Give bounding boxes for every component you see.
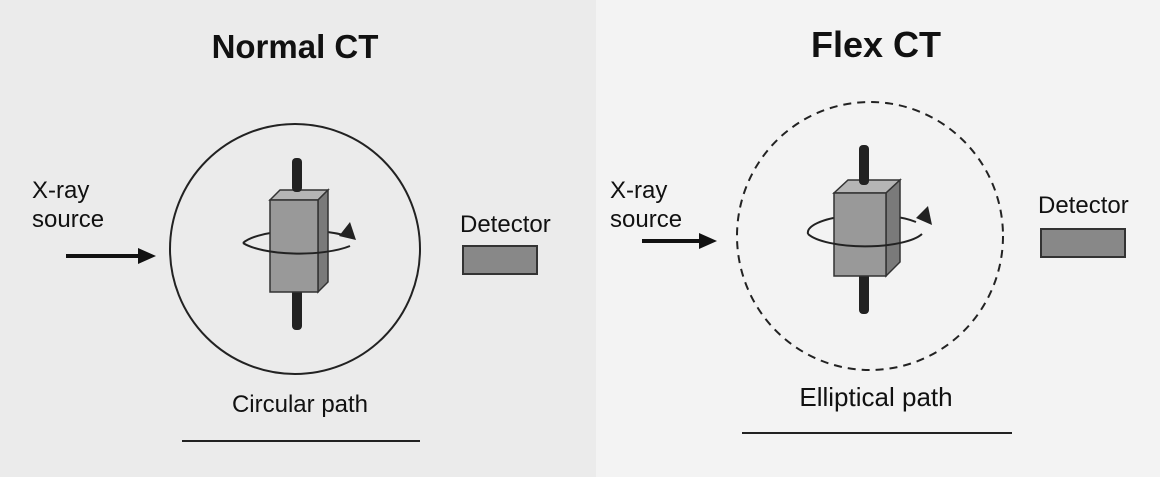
- normal-ct-title: Normal CT: [211, 28, 379, 65]
- sample-front-face: [833, 192, 887, 277]
- normal-underline: [182, 440, 420, 442]
- xray-arrow-head: [699, 233, 717, 249]
- elliptical-path-label: Elliptical path: [799, 382, 953, 412]
- elliptical-path-outline: [736, 101, 1004, 371]
- circular-path-label: Circular path: [231, 391, 369, 418]
- normal-ct-scene: [66, 123, 421, 375]
- sample-rod-top: [859, 145, 869, 185]
- flex-ct-scene: [642, 101, 1004, 371]
- flex-ct-title: Flex CT: [810, 24, 942, 65]
- flex-source-label: X-ray source: [610, 177, 683, 233]
- flex-ct-panel: Flex CT X-ray source Detector Ellipti: [596, 0, 1160, 477]
- sample-side-face: [885, 178, 901, 278]
- sample-rod-bottom: [292, 286, 302, 330]
- flex-underline: [742, 432, 1012, 434]
- rotation-arc-front: [807, 233, 923, 248]
- normal-ct-panel: Normal CT X-ray source Detector Circu: [0, 0, 596, 477]
- sample-side-face: [317, 188, 329, 294]
- rotation-arc-front: [242, 242, 351, 255]
- circular-path-outline: [169, 123, 421, 375]
- rotation-arrow-head: [339, 222, 356, 240]
- normal-source-label: X-ray source: [32, 177, 105, 233]
- sample-rod-top: [292, 158, 302, 192]
- sample-rod-bottom: [859, 272, 869, 314]
- flex-detector-label: Detector: [1038, 192, 1129, 219]
- normal-detector-label: Detector: [460, 211, 551, 238]
- rotation-arrow-head: [916, 206, 932, 225]
- xray-arrow-head: [138, 248, 156, 264]
- sample-front-face: [269, 199, 319, 293]
- normal-detector: [462, 245, 538, 275]
- flex-detector: [1040, 228, 1126, 258]
